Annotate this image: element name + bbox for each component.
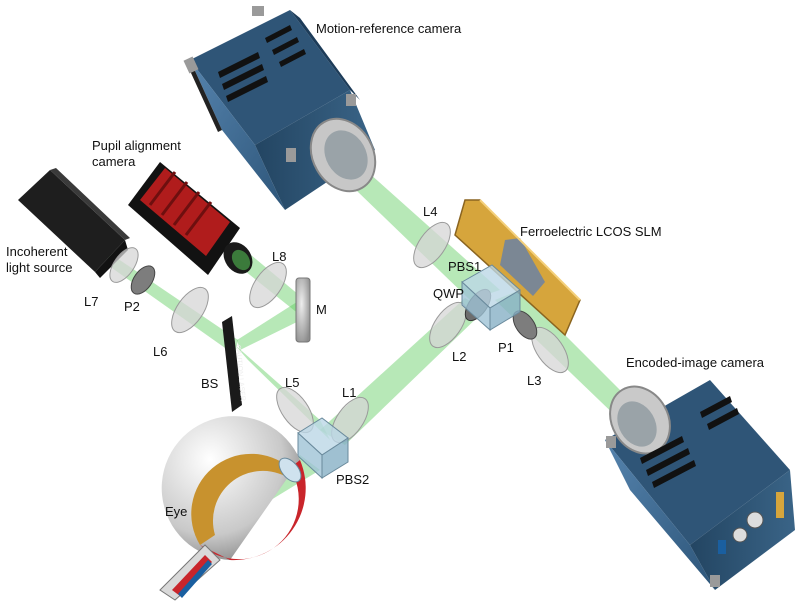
lcos-slm	[454, 199, 581, 337]
label-light-source-line1: Incoherent	[6, 244, 68, 259]
label-M: M	[316, 302, 327, 317]
label-motion-camera: Motion-reference camera	[316, 21, 462, 36]
lens-L4	[413, 221, 451, 269]
label-eye: Eye	[165, 504, 187, 519]
label-pupil-camera-line2: camera	[92, 154, 136, 169]
label-slm: Ferroelectric LCOS SLM	[520, 224, 662, 239]
label-PBS1: PBS1	[448, 259, 481, 274]
light-source	[18, 168, 130, 278]
label-encoded-camera: Encoded-image camera	[626, 355, 765, 370]
lens-L6	[171, 286, 209, 334]
beam-motion-camera	[330, 165, 500, 300]
label-BS: BS	[201, 376, 219, 391]
label-QWP: QWP	[433, 286, 464, 301]
lens-L7	[109, 247, 139, 283]
motion-reference-camera	[183, 6, 377, 210]
label-PBS2: PBS2	[336, 472, 369, 487]
eye-model	[159, 416, 306, 601]
pupil-alignment-camera	[128, 162, 253, 275]
label-L6: L6	[153, 344, 167, 359]
label-L1: L1	[342, 385, 356, 400]
label-pupil-camera-line1: Pupil alignment	[92, 138, 181, 153]
label-L8: L8	[272, 249, 286, 264]
pbs1-cube	[461, 264, 521, 332]
label-L5: L5	[285, 375, 299, 390]
label-P1: P1	[498, 340, 514, 355]
labels: Motion-reference camera Pupil alignment …	[6, 21, 765, 519]
bs-mark: CAUTION LASER	[234, 345, 246, 402]
beam-mirror-bs	[237, 300, 305, 350]
label-L3: L3	[527, 373, 541, 388]
lens-L8	[249, 261, 287, 309]
label-L7: L7	[84, 294, 98, 309]
pbs2-cube	[297, 417, 349, 480]
label-L2: L2	[452, 349, 466, 364]
label-L4: L4	[423, 204, 437, 219]
mirror-M	[295, 277, 311, 343]
polarizer-P2	[130, 265, 156, 295]
beam-splitter: CAUTION LASER	[222, 316, 246, 412]
encoded-image-camera	[605, 380, 795, 590]
label-light-source-line2: light source	[6, 260, 72, 275]
label-P2: P2	[124, 299, 140, 314]
lenses	[109, 221, 569, 444]
